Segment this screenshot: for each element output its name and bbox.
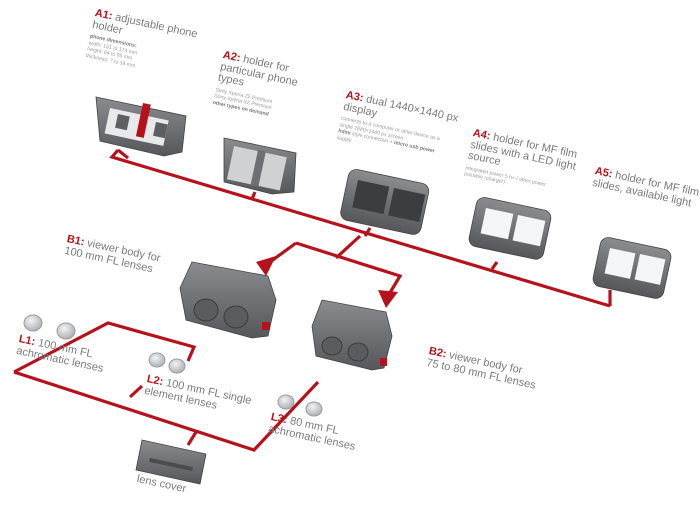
lens-cover[interactable] [135, 439, 207, 485]
b1-viewer-body[interactable] [179, 261, 277, 339]
a3-spec-tail-2: micro usb power [393, 140, 436, 155]
connector-a1-drop [117, 148, 129, 160]
connector-lines [13, 148, 612, 452]
connector-b-branch [295, 241, 403, 297]
l1-lens-pair[interactable] [23, 314, 76, 340]
arrow-to-b2 [378, 290, 398, 308]
l3-lens-pair[interactable] [277, 394, 323, 417]
connector-cover-drop [186, 431, 198, 446]
connector-lens-bus-lower [13, 370, 320, 452]
connector-l2-drop [128, 384, 144, 399]
a4-led-slide-holder[interactable] [468, 196, 553, 261]
arrowheads [256, 256, 398, 308]
connector-split [334, 234, 362, 260]
b2-viewer-body[interactable] [311, 299, 393, 371]
connector-a4-drop [490, 261, 499, 270]
connector-a2-drop [250, 191, 257, 200]
connector-lens-bus [13, 321, 197, 374]
a5-available-light-holder[interactable] [592, 236, 673, 300]
a1-phone-holder[interactable] [95, 96, 187, 157]
a3-dual-display[interactable] [339, 168, 430, 236]
arrow-to-b1 [256, 256, 276, 276]
a2-phone-type-holder[interactable] [223, 137, 297, 195]
l2-lens-pair[interactable] [148, 352, 186, 374]
connector-top-bus [109, 148, 611, 308]
connector-a3-drop [363, 227, 372, 237]
